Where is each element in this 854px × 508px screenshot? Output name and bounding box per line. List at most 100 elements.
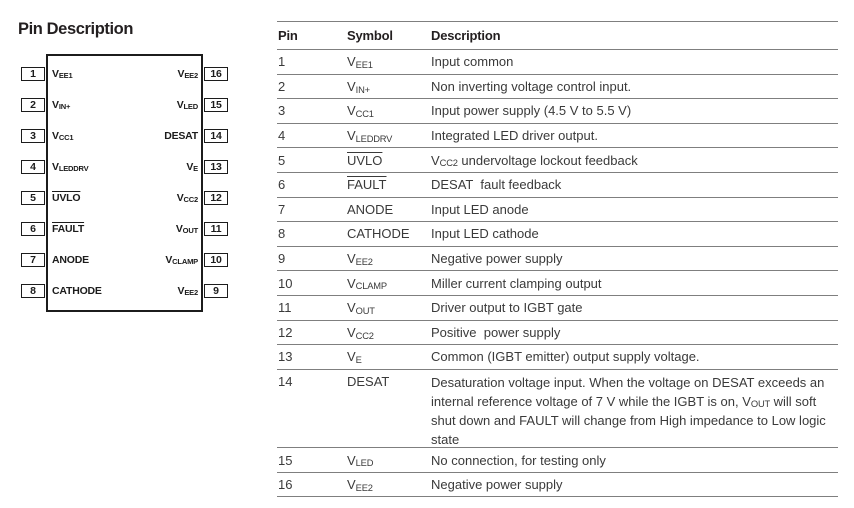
symbol-cell: VEE2 — [347, 477, 373, 493]
table-row-pin-4: 4 VLEDDRV Integrated LED driver output. — [277, 124, 838, 149]
pin-number-cell: 8 — [278, 226, 286, 242]
subscript-text: IN+ — [355, 84, 370, 95]
subscript-text: CLAMP — [172, 256, 198, 266]
pin-14-number-box: 14 — [204, 128, 228, 143]
pin-number-cell: 7 — [278, 201, 286, 217]
pin-15-label: VLED — [176, 98, 199, 111]
description-cell: No connection, for testing only — [431, 452, 606, 468]
description-cell: Input power supply (4.5 V to 5.5 V) — [431, 103, 632, 119]
symbol-cell: CATHODE — [347, 226, 410, 242]
pin-number-cell: 5 — [278, 152, 286, 168]
subscript-text: CC2 — [439, 158, 458, 169]
symbol-cell: VLEDDRV — [347, 128, 393, 144]
subscript-text: LEDDRV — [58, 163, 89, 173]
pin-number-cell: 9 — [278, 251, 286, 267]
symbol-cell: VEE1 — [347, 54, 373, 70]
subscript-text: EE1 — [58, 70, 73, 80]
table-row-pin-9: 9 VEE2 Negative power supply — [277, 247, 838, 272]
pin-1-number-box: 1 — [21, 66, 45, 81]
symbol-cell: VOUT — [347, 300, 375, 316]
pin-9-number-box: 9 — [204, 283, 228, 298]
symbol-cell: VIN+ — [347, 78, 370, 95]
symbol-cell: VE — [347, 349, 362, 366]
symbol-cell: UVLO — [347, 153, 431, 168]
symbol-cell: VCLAMP — [347, 275, 387, 292]
pin-4-label: VLEDDRV — [52, 160, 89, 173]
pin-3-label: VCC1 — [52, 129, 74, 142]
pin-13-label: VE — [186, 160, 198, 173]
table-row-pin-14: 14 DESAT Desaturation voltage input. When … — [277, 370, 838, 449]
subscript-text: LEDDRV — [355, 133, 393, 144]
subscript-text: EE2 — [355, 256, 373, 267]
subscript-text: E — [193, 163, 198, 173]
pin-11-label: VOUT — [175, 222, 198, 235]
subscript-text: CC1 — [58, 132, 74, 142]
description-cell: Negative power supply — [431, 477, 563, 493]
description-cell: Input common — [431, 54, 514, 70]
pin-number-cell: 14 — [278, 374, 293, 390]
pin-6-number-box: 6 — [21, 221, 45, 236]
description-cell: Negative power supply — [431, 251, 563, 267]
description-cell: Driver output to IGBT gate — [431, 300, 583, 316]
subscript-text: OUT — [750, 399, 771, 410]
pin-5-number-box: 5 — [21, 190, 45, 205]
description-cell: Input LED cathode — [431, 226, 539, 242]
pin-number-cell: 11 — [278, 300, 292, 316]
pin-number-cell: 2 — [278, 78, 286, 94]
overline-text: FAULT — [347, 177, 387, 193]
pin-14-label: DESAT — [164, 129, 198, 142]
subscript-text: CC2 — [355, 330, 374, 341]
pin-12-number-box: 12 — [204, 190, 228, 205]
table-row-pin-12: 12 VCC2 Positive power supply — [277, 321, 838, 346]
subscript-text: EE1 — [355, 59, 373, 70]
pin-number-cell: 4 — [278, 128, 286, 144]
pin-3-number-box: 3 — [21, 128, 45, 143]
pin-number-cell: 3 — [278, 103, 286, 119]
pin-number-cell: 10 — [278, 275, 293, 291]
overline-text: UVLO — [347, 152, 383, 168]
pin-4-number-box: 4 — [21, 159, 45, 174]
subscript-text: CLAMP — [355, 281, 387, 292]
subscript-text: E — [355, 355, 362, 366]
description-cell: Positive power supply — [431, 324, 561, 340]
symbol-cell: VEE2 — [347, 251, 373, 267]
pin-10-number-box: 10 — [204, 252, 228, 267]
symbol-cell: FAULT — [347, 177, 431, 192]
description-cell: Input LED anode — [431, 201, 529, 217]
pin-8-label: CATHODE — [52, 284, 102, 297]
symbol-cell: VCC2 — [347, 324, 374, 341]
description-cell: Non inverting voltage control input. — [431, 78, 632, 94]
pin-number-cell: 15 — [278, 452, 293, 468]
table-row-pin-6: 6 FAULT DESAT fault feedback — [277, 173, 838, 198]
pin-11-number-box: 11 — [204, 221, 228, 236]
description-cell: Miller current clamping output — [431, 275, 602, 291]
pin-9-label: VEE2 — [177, 284, 199, 297]
pin-7-label: ANODE — [52, 253, 89, 266]
page-title: Pin Description — [18, 20, 134, 38]
description-cell: DESAT fault feedback — [431, 177, 562, 193]
pin-number-cell: 6 — [278, 177, 286, 193]
table-row-pin-11: 11 VOUT Driver output to IGBT gate — [277, 296, 838, 321]
pin-15-number-box: 15 — [204, 97, 228, 112]
description-cell: Desaturation voltage input. When the vol… — [431, 375, 830, 447]
col-header-symbol: Symbol — [347, 28, 393, 43]
symbol-cell: DESAT — [347, 374, 390, 390]
table-row-pin-10: 10 VCLAMP Miller current clamping output — [277, 271, 838, 296]
pin-number-cell: 12 — [278, 324, 293, 340]
table-row-pin-8: 8 CATHODE Input LED cathode — [277, 222, 838, 247]
pin-2-label: VIN+ — [52, 98, 71, 111]
description-cell: Integrated LED driver output. — [431, 128, 598, 144]
subscript-text: EE2 — [184, 70, 198, 80]
symbol-cell: VLED — [347, 452, 374, 469]
pin-16-number-box: 16 — [204, 66, 228, 81]
table-row-pin-2: 2 VIN+ Non inverting voltage control input… — [277, 75, 838, 100]
subscript-text: LED — [355, 458, 374, 469]
pin-7-number-box: 7 — [21, 252, 45, 267]
